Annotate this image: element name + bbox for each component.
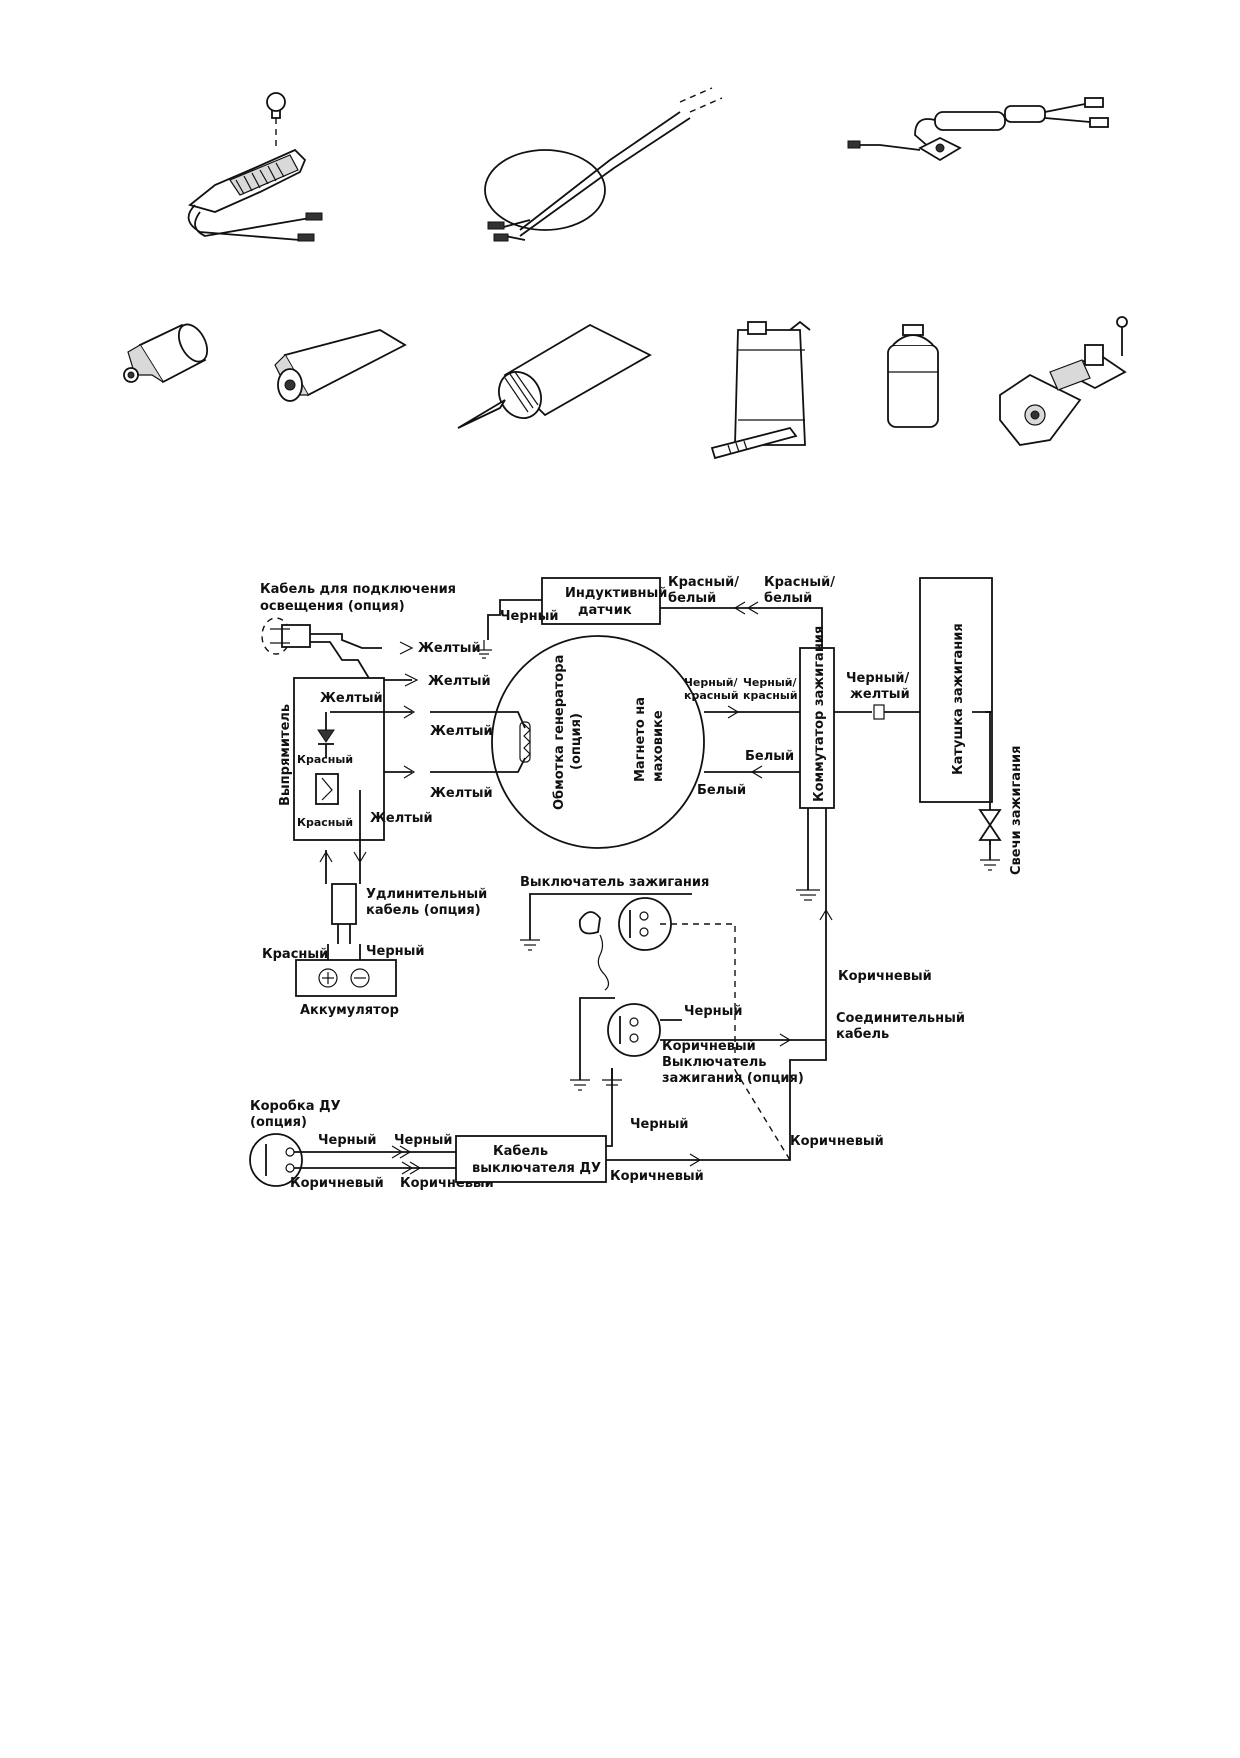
label-brown-1: Коричневый xyxy=(838,969,932,984)
label-brown-r4: Коричневый xyxy=(790,1134,884,1149)
label-white-2: Белый xyxy=(697,783,746,798)
extension-lead-illustration xyxy=(484,87,723,242)
label-brown-r1: Коричневый xyxy=(290,1176,384,1191)
oil-canister-illustration xyxy=(710,320,811,460)
label-black-sw2: Черный xyxy=(684,1004,742,1019)
label-flywheel-magneto-1: Магнето на xyxy=(633,697,648,782)
label-red-in-1: Красный xyxy=(297,753,353,766)
label-brown-r3: Коричневый xyxy=(610,1169,704,1184)
label-connecting-cable-1: Соединительный xyxy=(836,1011,965,1026)
label-lighting-cable-1: Кабель для подключения xyxy=(260,582,456,597)
grease-tube-small-illustration xyxy=(274,329,407,402)
battery-box xyxy=(295,959,397,997)
lighting-connector xyxy=(261,617,419,687)
label-spark-plugs: Свечи зажигания xyxy=(1009,745,1024,875)
label-flywheel-magneto-2: маховике xyxy=(651,710,666,782)
label-ignition-commutator: Коммутатор зажигания xyxy=(812,626,827,802)
label-black-battery: Черный xyxy=(366,944,424,959)
label-red-white-2a: Красный/ xyxy=(764,575,835,590)
fuel-filter-illustration xyxy=(123,323,209,384)
label-black-yellow-2: желтый xyxy=(850,687,910,702)
label-extension-cable-2: кабель (опция) xyxy=(366,903,481,918)
ground-symbol-switch2 xyxy=(570,1079,590,1091)
rectifier-illustration xyxy=(847,97,1109,162)
label-remote-box-1: Коробка ДУ xyxy=(250,1099,341,1114)
charging-coil-illustration xyxy=(187,92,323,242)
label-connecting-cable-2: кабель xyxy=(836,1027,889,1042)
label-brown-sw2: Коричневый xyxy=(662,1039,756,1054)
label-black-red-2a: Черный/ xyxy=(743,676,797,689)
label-black-yellow-1: Черный/ xyxy=(846,671,909,686)
ignition-coil-box xyxy=(919,577,993,803)
label-black-red-2b: красный xyxy=(743,689,798,702)
label-remote-box-2: (опция) xyxy=(250,1115,307,1130)
ground-symbol-commutator xyxy=(796,889,820,901)
ground-symbol-plug xyxy=(980,859,1000,871)
label-inductive-sensor-1: Индуктивный xyxy=(565,586,667,601)
label-inductive-sensor-2: датчик xyxy=(578,603,632,618)
label-black-sensor: Черный xyxy=(500,609,558,624)
ignition-switch-2 xyxy=(607,1003,661,1057)
extension-cable-plug xyxy=(331,883,357,925)
label-black-red-1b: красный xyxy=(684,689,739,702)
switch-plate-illustration xyxy=(999,316,1128,446)
label-yellow-4: Желтый xyxy=(430,724,493,739)
label-generator-winding-1: Обмотка генератора xyxy=(552,655,567,810)
remote-box-switch xyxy=(249,1133,303,1187)
label-generator-winding-2: (опция) xyxy=(569,713,584,770)
label-red-in-2: Красный xyxy=(297,816,353,829)
label-yellow-3: Желтый xyxy=(320,691,383,706)
label-ignition-switch: Выключатель зажигания xyxy=(520,875,709,890)
label-red-battery: Красный xyxy=(262,947,328,962)
label-black-r3: Черный xyxy=(630,1117,688,1132)
label-red-white-1a: Красный/ xyxy=(668,575,739,590)
label-battery: Аккумулятор xyxy=(300,1003,399,1018)
label-extension-cable-1: Удлинительный xyxy=(366,887,487,902)
key-icon xyxy=(578,911,601,935)
label-remote-switch-cable-2: выключателя ДУ xyxy=(472,1161,601,1176)
wiring-diagram: Кабель для подключения освещения (опция)… xyxy=(249,575,1024,1191)
label-yellow-6: Желтый xyxy=(370,811,433,826)
label-red-white-1b: белый xyxy=(668,591,716,606)
ignition-commutator-box xyxy=(799,647,835,809)
label-ignition-switch-opt-1: Выключатель xyxy=(662,1055,766,1070)
label-remote-switch-cable-1: Кабель xyxy=(493,1144,548,1159)
label-ignition-switch-opt-2: зажигания (опция) xyxy=(662,1071,804,1086)
inductive-sensor-box xyxy=(541,577,661,625)
label-yellow-1: Желтый xyxy=(418,641,481,656)
label-black-r2: Черный xyxy=(394,1133,452,1148)
ground-symbol-sensor xyxy=(476,640,492,659)
generator-coil xyxy=(519,721,531,763)
label-black-red-1a: Черный/ xyxy=(684,676,738,689)
flywheel-magneto-circle xyxy=(491,635,705,849)
remote-switch-cable-box xyxy=(455,1135,607,1183)
label-ignition-coil: Катушка зажигания xyxy=(951,623,966,775)
ground-symbol-switch1 xyxy=(520,939,540,951)
label-lighting-cable-2: освещения (опция) xyxy=(260,599,405,614)
label-red-white-2b: белый xyxy=(764,591,812,606)
grease-tube-large-illustration xyxy=(457,323,652,429)
spray-can-illustration xyxy=(887,324,939,428)
label-black-r1: Черный xyxy=(318,1133,376,1148)
label-rectifier: Выпрямитель xyxy=(278,704,293,806)
label-yellow-2: Желтый xyxy=(428,674,491,689)
rectifier-box xyxy=(293,677,385,841)
label-white-1: Белый xyxy=(745,749,794,764)
label-yellow-5: Желтый xyxy=(430,786,493,801)
